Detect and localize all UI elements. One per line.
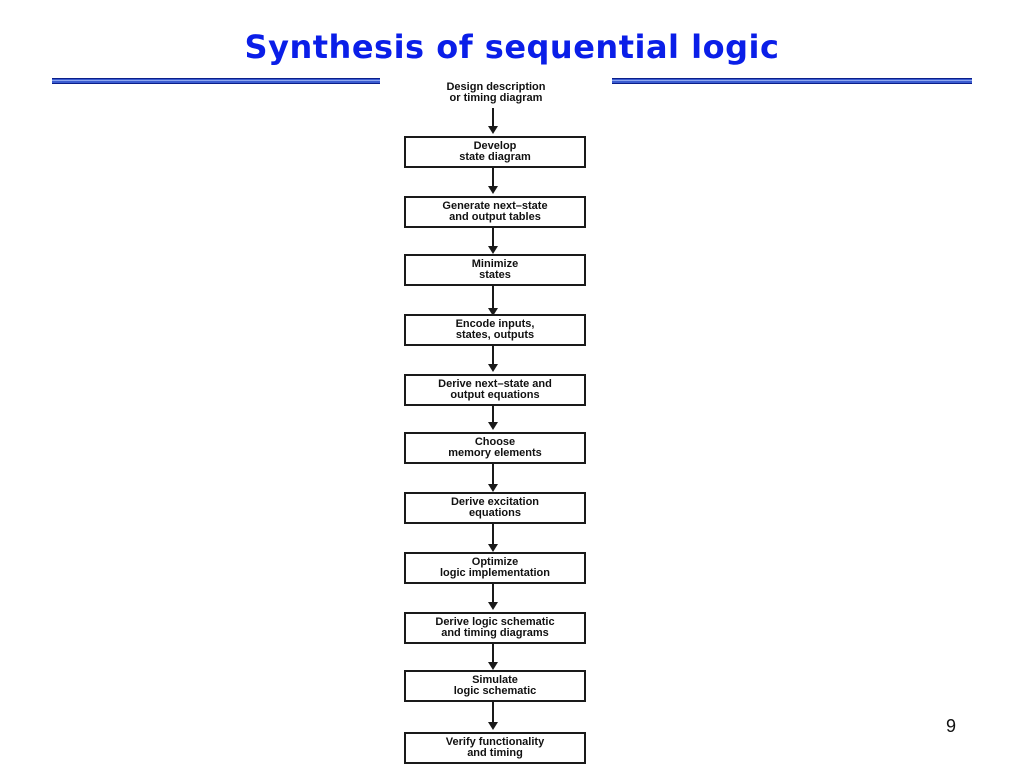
flow-step-derive-excitation: Derive excitation equations xyxy=(404,492,586,524)
title-rule-right xyxy=(610,78,972,84)
flow-arrow xyxy=(488,644,498,670)
flow-arrow xyxy=(488,702,498,730)
flow-step-develop-state-diagram: Develop state diagram xyxy=(404,136,586,168)
flow-step-choose-memory: Choose memory elements xyxy=(404,432,586,464)
flow-step-verify: Verify functionality and timing xyxy=(404,732,586,764)
page-number: 9 xyxy=(946,716,957,736)
flow-step-generate-tables: Generate next–state and output tables xyxy=(404,196,586,228)
flow-step-derive-schematic: Derive logic schematic and timing diagra… xyxy=(404,612,586,644)
flowchart: Design description or timing diagram Dev… xyxy=(380,78,612,768)
flow-start-label: Design description or timing diagram xyxy=(446,81,546,104)
flow-arrow xyxy=(488,464,498,492)
flow-arrow xyxy=(488,524,498,552)
flow-arrow xyxy=(488,406,498,430)
flow-step-minimize-states: Minimize states xyxy=(404,254,586,286)
title-rule-left xyxy=(52,78,386,84)
flow-arrow xyxy=(488,584,498,610)
slide-title: Synthesis of sequential logic xyxy=(244,28,780,66)
flow-step-derive-next-state-equations: Derive next–state and output equations xyxy=(404,374,586,406)
flow-step-encode: Encode inputs, states, outputs xyxy=(404,314,586,346)
flow-arrow xyxy=(488,346,498,372)
flow-step-optimize: Optimize logic implementation xyxy=(404,552,586,584)
flow-arrow xyxy=(488,228,498,254)
flow-arrow xyxy=(488,168,498,194)
flow-arrow xyxy=(488,108,498,134)
flow-step-simulate: Simulate logic schematic xyxy=(404,670,586,702)
flow-arrow xyxy=(488,286,498,316)
